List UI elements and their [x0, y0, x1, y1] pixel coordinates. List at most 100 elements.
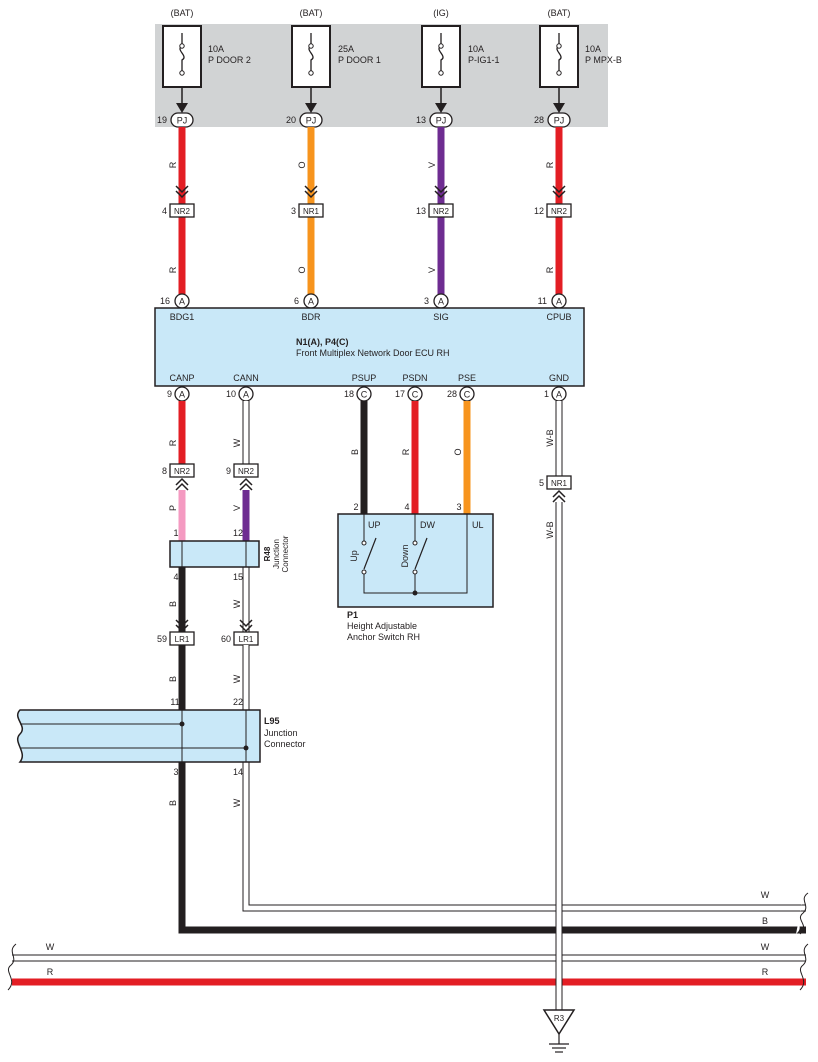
bus-canp-black [178, 926, 806, 934]
fuse-box [155, 24, 608, 127]
ecu-terminal-cpub: CPUB [546, 312, 571, 322]
ecu-terminal-pse: PSE [458, 373, 476, 383]
wire-sig: V 13 NR2 V 3 A [416, 127, 454, 309]
l95-name-2: Connector [264, 739, 306, 749]
ground-r3-triangle [542, 1009, 576, 1036]
wire-cann-color-4: W [232, 674, 242, 683]
switch-terminal-ul: UL [472, 520, 484, 530]
switch-wires: B 2 R 4 O 3 [350, 401, 471, 514]
switch-wire-ul-color: O [453, 448, 463, 455]
l95-id: L95 [264, 716, 280, 726]
canp-r48-in-pin: 1 [173, 528, 178, 538]
fuse-1-arrow [176, 103, 188, 113]
canp-nr-connector [169, 463, 195, 478]
wire-sig-nr-pin: 13 [416, 206, 426, 216]
svg-text:PJ: PJ [177, 116, 188, 126]
ecu-pin-psdn: 17 [395, 389, 405, 399]
p1-name-1: Height Adjustable [347, 621, 417, 631]
fuse-1-pin: 19 [157, 115, 167, 125]
bus-lower-w-left-label: W [46, 942, 55, 952]
break-marks [7, 892, 809, 991]
fuse-4-name: P MPX-B [585, 55, 622, 65]
fuse-4-pin: 28 [534, 115, 544, 125]
bus-upper-w-label: W [761, 890, 770, 900]
wire-canp-color-2: P [168, 505, 178, 511]
svg-text:A: A [308, 297, 314, 307]
wire-cpub-color-bottom: R [545, 266, 555, 273]
wire-bdg1-color-bottom: R [168, 266, 178, 273]
svg-text:LR1: LR1 [239, 635, 254, 644]
r48-junction-connector: R48 Junction Connector [169, 535, 290, 572]
canp-r48-out-pin: 4 [173, 572, 178, 582]
cann-l95-in-pin: 22 [233, 697, 243, 707]
ecu-pin-pse: 28 [447, 389, 457, 399]
ground-r3: R3 [542, 1009, 576, 1053]
ecu-terminal-gnd: GND [549, 373, 570, 383]
svg-text:PJ: PJ [436, 116, 447, 126]
ecu-body [154, 307, 585, 387]
ecu-pin-cann: 10 [226, 389, 236, 399]
fuse-4-rating: 10A [585, 44, 601, 54]
fuse-1-name: P DOOR 2 [208, 55, 251, 65]
svg-text:A: A [556, 297, 562, 307]
fuse-1-rating: 10A [208, 44, 224, 54]
r48-name-1: Junction [272, 539, 281, 569]
svg-text:A: A [179, 297, 185, 307]
fuse-2-pin: 20 [286, 115, 296, 125]
ecu-terminal-canp: CANP [169, 373, 194, 383]
fuse-2-name: P DOOR 1 [338, 55, 381, 65]
svg-text:NR1: NR1 [551, 479, 568, 488]
switch-up-contact [363, 537, 377, 570]
canp-l95-in-pin: 11 [170, 697, 179, 707]
canp-nr-pin: 8 [162, 466, 167, 476]
wire-cann-color-2: V [232, 505, 242, 511]
canp-l95-out-pin: 3 [173, 767, 178, 777]
gnd-wire-color-2: W-B [545, 521, 555, 538]
switch-terminal-up: UP [368, 520, 381, 530]
wire-bdr-color-top: O [297, 161, 307, 168]
switch-wire-up-color: B [350, 449, 360, 455]
ecu-module: BDG1 BDR SIG CPUB N1(A), P4(C) Front Mul… [154, 307, 585, 387]
svg-text:A: A [438, 297, 444, 307]
fuse-2-supply: (BAT) [300, 8, 323, 18]
wire-sig-color-bottom: V [427, 267, 437, 273]
wire-canp-color-3: B [168, 601, 178, 607]
ecu-pin-psup: 18 [344, 389, 354, 399]
fuse-2-rating: 25A [338, 44, 354, 54]
fuse-3: (IG) 10A P-IG1-1 13 PJ [416, 8, 500, 128]
svg-text:C: C [412, 390, 419, 400]
switch-terminal-dw: DW [420, 520, 435, 530]
wire-bdr-color-bottom: O [297, 266, 307, 273]
svg-text:A: A [179, 390, 185, 400]
fuse-2: (BAT) 25A P DOOR 1 20 PJ [286, 8, 381, 128]
wire-cpub-color-top: R [545, 161, 555, 168]
wire-cpub-ecu-pin: 11 [538, 296, 547, 306]
l95-junction-connector: L95 Junction Connector [17, 709, 306, 763]
p1-id: P1 [347, 610, 358, 620]
ecu-terminal-bdg1: BDG1 [170, 312, 195, 322]
canp-lr-pin: 59 [157, 634, 167, 644]
svg-text:NR2: NR2 [174, 467, 191, 476]
gnd-nr-pin: 5 [539, 478, 544, 488]
wire-canp-color-4: B [168, 676, 178, 682]
wire-cann: W 9 NR2 V 12 15 W 60 LR1 W 22 14 W [221, 401, 806, 912]
wire-canp-color-1: R [168, 439, 178, 446]
switch-wire-dw-color: R [401, 448, 411, 455]
p1-name-2: Anchor Switch RH [347, 632, 420, 642]
svg-text:NR2: NR2 [238, 467, 255, 476]
ecu-name: Front Multiplex Network Door ECU RH [296, 348, 450, 358]
cann-r48-in-pin: 12 [233, 528, 243, 538]
cann-nr-pin: 9 [226, 466, 231, 476]
svg-text:A: A [243, 390, 249, 400]
switch-pin-dw: 4 [404, 502, 409, 512]
ecu-terminal-cann: CANN [233, 373, 259, 383]
ecu-bottom-pins: 9 A 10 A 18 C 17 C 28 C 1 A [167, 386, 567, 402]
wire-bdg1: R 4 NR2 R 16 A [160, 127, 195, 309]
svg-text:NR1: NR1 [303, 207, 320, 216]
ecu-pin-gnd: 1 [544, 389, 549, 399]
wire-bdr-nr-connector [298, 203, 324, 218]
bus-lower-r-left-label: R [47, 967, 54, 977]
fuse-1: (BAT) 10A P DOOR 2 19 PJ [157, 8, 251, 128]
gnd-nr-connector [546, 475, 572, 490]
